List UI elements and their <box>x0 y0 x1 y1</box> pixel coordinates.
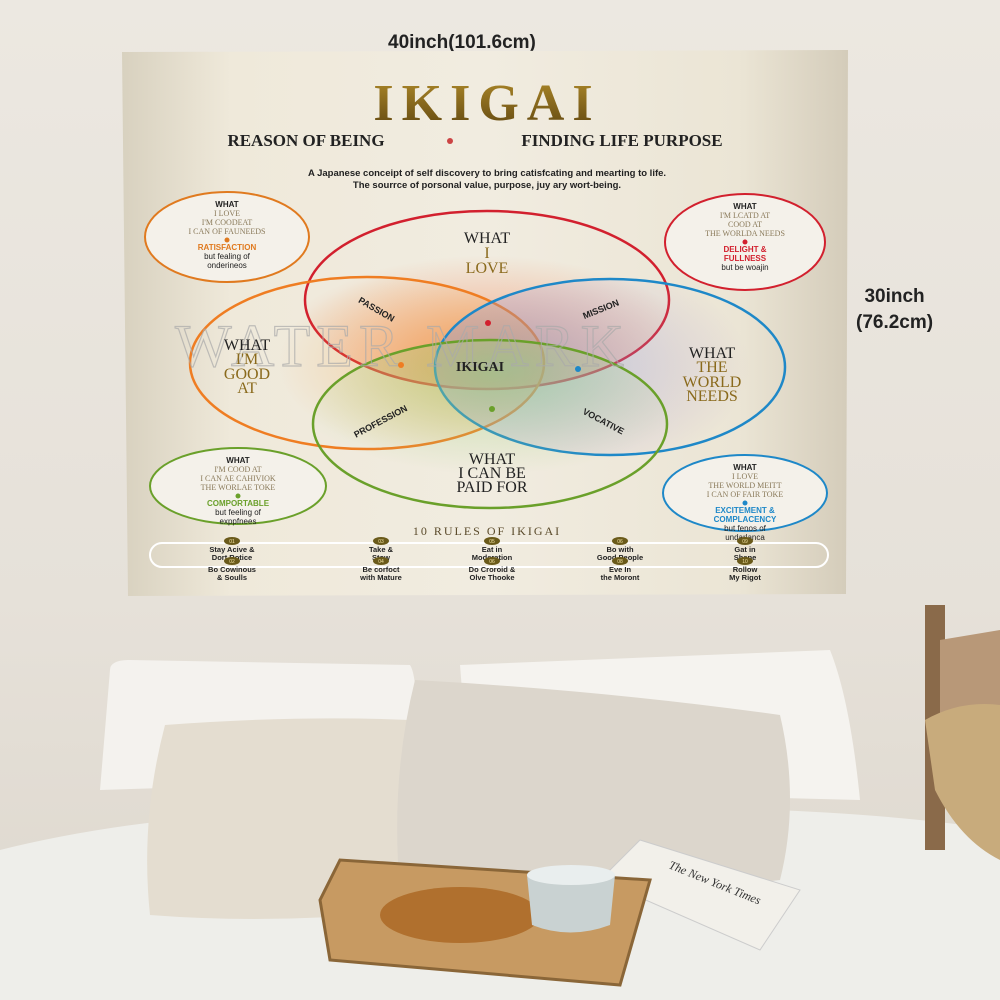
rule-text-1: Gat in <box>734 545 756 554</box>
corner-note-2: onderineos <box>207 261 247 270</box>
paid-label-2: I CAN BE <box>458 465 526 482</box>
description-line-2: The sourrce of porsonal value, purpose, … <box>353 180 621 191</box>
rule-text-1: Stay Acive & <box>209 545 255 554</box>
croissant <box>380 887 540 943</box>
corner-line: I CAN AE CAHIVIOK <box>200 474 276 483</box>
corner-line: THE WORLDA NEEDS <box>705 229 785 238</box>
love-label-1: WHAT <box>464 230 510 247</box>
paid-label-1: WHAT <box>469 451 515 468</box>
corner-ellipse <box>662 454 828 532</box>
corner-state-2: FULLNESS <box>724 254 767 263</box>
rule-number: 02 <box>229 559 235 565</box>
good-label-3: GOOD <box>224 366 270 383</box>
corner-line: THE WORLD MEITT <box>708 481 781 490</box>
rule-number: 08 <box>617 559 623 565</box>
corner-head: WHAT <box>733 202 757 211</box>
corner-line: I LOVE <box>214 209 240 218</box>
rule-text-2: the Moront <box>601 573 640 582</box>
center-ikigai: IKIGAI <box>456 360 504 375</box>
rule-text-1: Do Croroid & <box>469 565 516 574</box>
rule-text-1: Take & <box>369 545 394 554</box>
rule-number: 09 <box>742 539 748 545</box>
height-cm: (76.2cm) <box>856 312 934 333</box>
paid-label-3: PAID FOR <box>457 479 528 496</box>
rule-text-1: Eat in <box>482 545 503 554</box>
corner-note: but fenos of <box>724 524 767 533</box>
love-label-3: LOVE <box>466 260 509 277</box>
rule-number: 05 <box>489 539 495 545</box>
world-label-4: NEEDS <box>686 388 738 405</box>
corner-ellipse <box>144 191 310 283</box>
rule-text-2: Olve Thooke <box>469 573 514 582</box>
ikigai-venn: WATER MARK WHAT I LOVE WHAT I'M GOOD AT … <box>174 209 787 510</box>
rule-text-2: with Mature <box>359 573 402 582</box>
corner-state-2: COMPLACENCY <box>714 515 777 524</box>
rule-text-2: & Soulls <box>217 573 247 582</box>
corner-line: I CAN OF FAUNEEDS <box>189 227 266 236</box>
rule-text-1: Be corfoct <box>362 565 400 574</box>
newspaper <box>599 839 801 951</box>
rule-number: 06 <box>617 539 623 545</box>
rule-number: 04 <box>378 559 384 565</box>
corner-head: WHAT <box>226 456 250 465</box>
coffee-mug <box>527 867 615 933</box>
good-label-4: AT <box>237 380 257 397</box>
love-label-2: I <box>484 245 489 262</box>
chair-back <box>940 630 1000 720</box>
subtitle-dot <box>447 138 453 144</box>
height-inch: 30inch <box>864 286 925 307</box>
good-label-2: I'M <box>236 351 258 368</box>
watermark: WATER MARK <box>175 313 630 379</box>
corner-note: but fealing of <box>204 252 251 261</box>
world-label-1: WHAT <box>689 345 735 362</box>
rule-number: 10 <box>742 559 748 565</box>
circle-paid <box>311 338 669 510</box>
wicker-basket <box>925 704 1000 860</box>
corner-state: COMPORTABLE <box>207 499 270 508</box>
corner-state: EXCITEMENT & <box>715 506 775 515</box>
rule-text-1: Bo with <box>606 545 633 554</box>
tapestry-title: IKIGAI <box>373 75 600 132</box>
rule-text-2: My Rigot <box>729 573 761 582</box>
corner-line: I LOVE <box>732 472 758 481</box>
rule-text-1: Rollow <box>733 565 758 574</box>
corner-line: I'M COOD AT <box>214 465 261 474</box>
corner-head: WHAT <box>215 200 239 209</box>
corner-line: THE WORLAE TOKE <box>201 483 276 492</box>
world-label-3: WORLD <box>683 374 742 391</box>
corner-state: RATISFACTION <box>198 243 257 252</box>
subtitle-right: FINDING LIFE PURPOSE <box>521 131 722 150</box>
description-line-1: A Japanese conceipt of self discovery to… <box>308 168 666 179</box>
width-label: 40inch(101.6cm) <box>388 32 536 53</box>
rule-text-1: Bo Cowinous <box>208 565 256 574</box>
rule-number: 06 <box>489 559 495 565</box>
corner-note: but be woajin <box>721 263 768 272</box>
corner-line: I'M COODEAT <box>202 218 253 227</box>
corner-note-2: exppfnees <box>220 517 257 526</box>
good-label-1: WHAT <box>224 337 270 354</box>
rules-title: 10 RULES OF IKIGAI <box>413 524 561 538</box>
corner-note: but feeling of <box>215 508 262 517</box>
corner-line: I'M LCATD AT <box>720 211 770 220</box>
corner-head: WHAT <box>733 463 757 472</box>
corner-ellipse <box>149 447 327 525</box>
corner-line: COOD AT <box>728 220 762 229</box>
corner-state: DELIGHT & <box>723 245 766 254</box>
rule-number: 03 <box>378 539 384 545</box>
pillow-front-center <box>397 680 790 894</box>
world-label-2: THE <box>696 359 727 376</box>
corner-line: I CAN OF FAIR TOKE <box>707 490 784 499</box>
subtitle-left: REASON OF BEING <box>227 131 384 150</box>
height-label: 30inch (76.2cm) <box>856 284 933 336</box>
rule-text-1: Eve In <box>609 565 632 574</box>
rule-number: 01 <box>229 539 235 545</box>
